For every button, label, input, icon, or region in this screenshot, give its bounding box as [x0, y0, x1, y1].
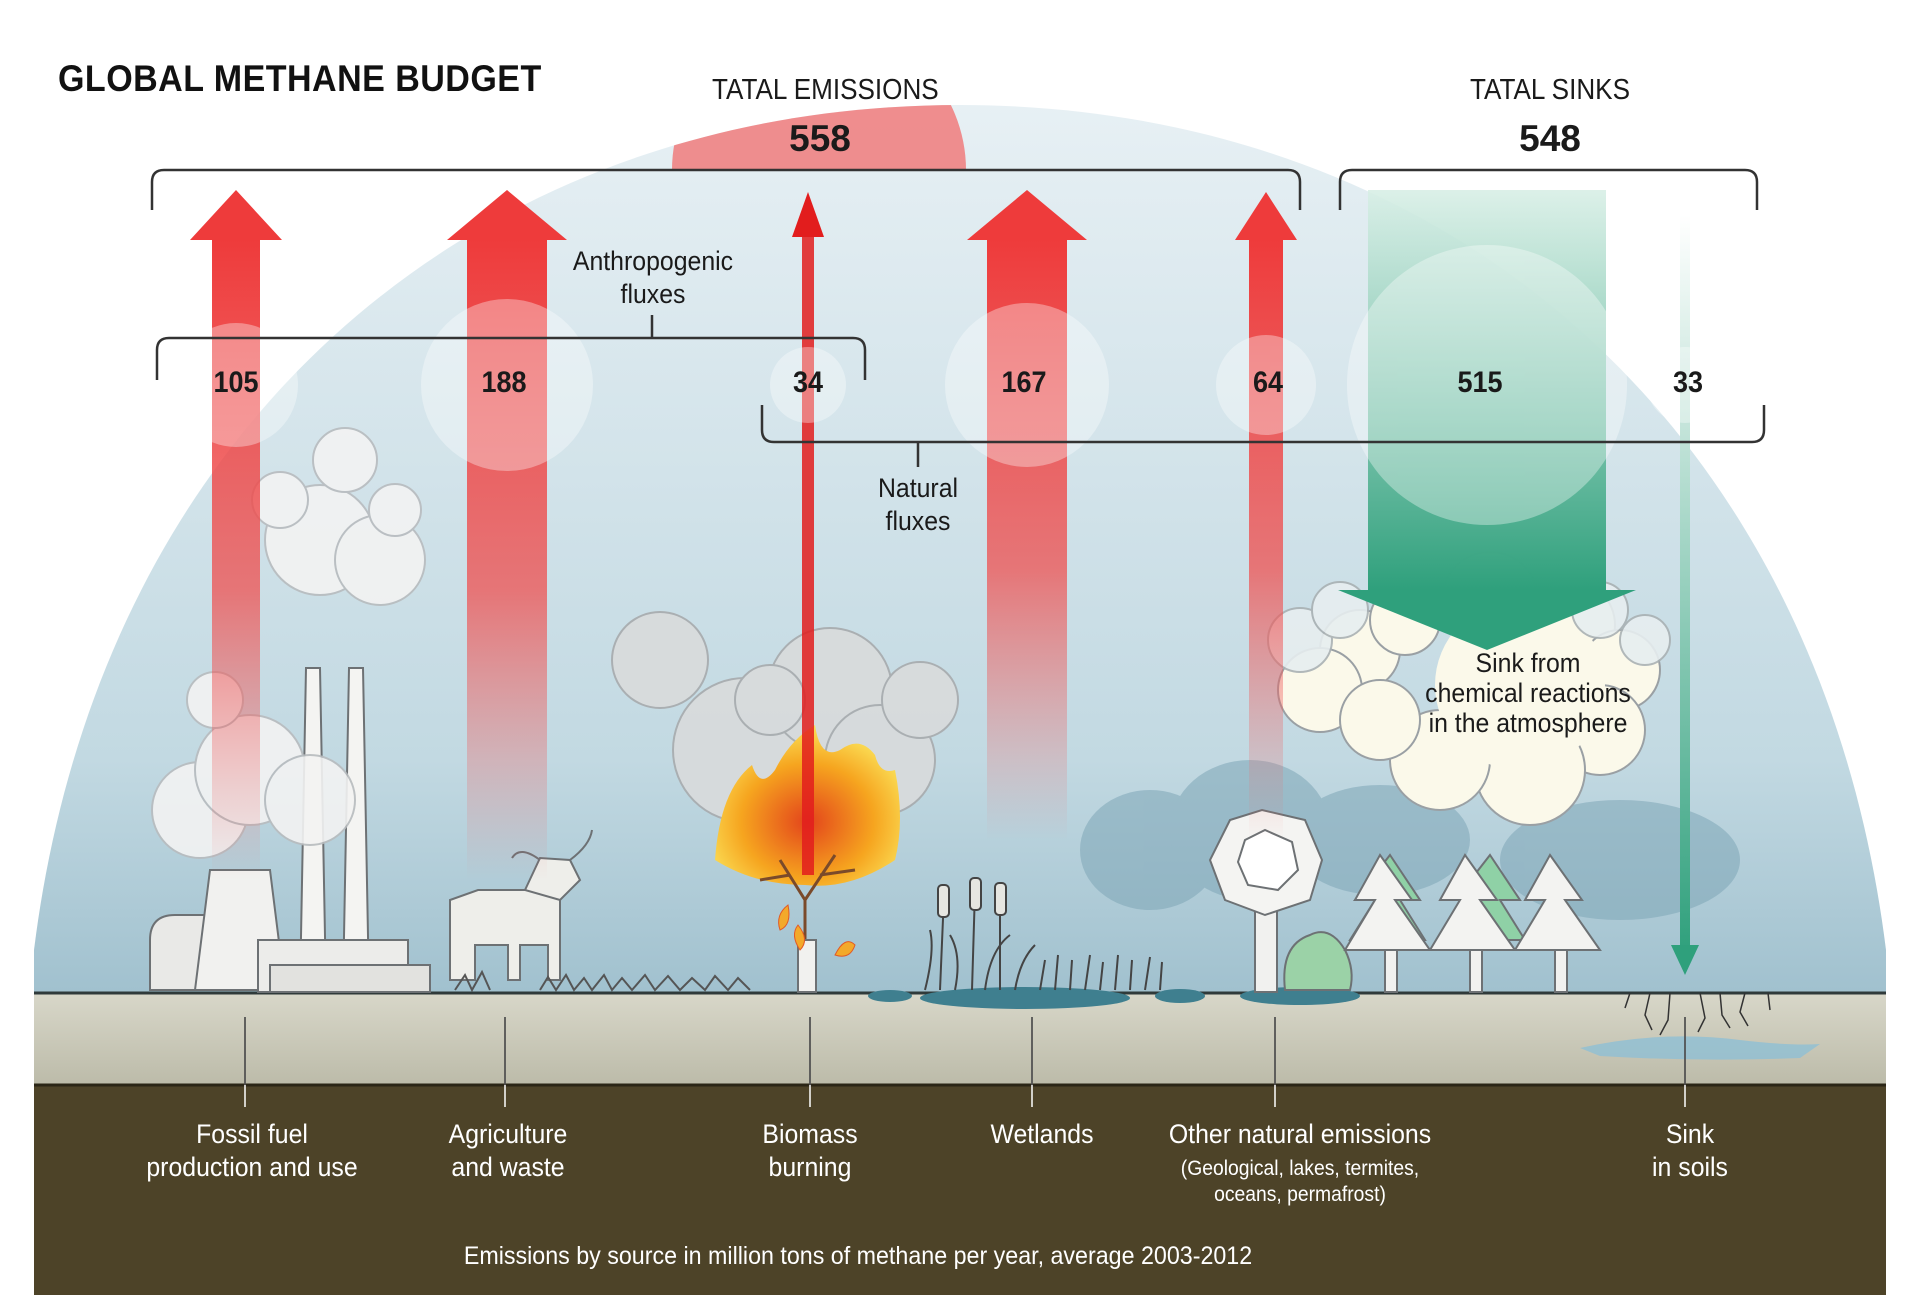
source-label-soils-line1: Sink: [1665, 1119, 1715, 1149]
chemical-sink-label-line2: chemical reactions: [1425, 678, 1631, 708]
soil-sink-arrow: [1671, 215, 1699, 975]
source-label-soils: Sink in soils: [1652, 1118, 1728, 1184]
source-label-biomass-line2: burning: [768, 1152, 852, 1182]
flux-value-wetlands: 167: [1001, 366, 1047, 399]
factory-illustration: [149, 667, 431, 993]
value-circles: [174, 245, 1723, 525]
flux-value-biomass: 34: [792, 366, 824, 399]
source-label-wetlands-line1: Wetlands: [990, 1119, 1094, 1149]
other-emission-arrow: [1235, 192, 1297, 840]
source-label-agriculture-line2: and waste: [451, 1152, 565, 1182]
total-emissions-caption: TATAL EMISSIONS: [712, 74, 939, 106]
soil-water: [1580, 1036, 1820, 1060]
total-sinks-caption: TATAL SINKS: [1469, 74, 1631, 106]
source-label-biomass: Biomass burning: [762, 1118, 857, 1184]
total-emissions-bracket: [150, 168, 1302, 210]
anthropogenic-bracket: [155, 315, 867, 380]
cattail-heads: [937, 877, 1007, 918]
total-emissions-value: 558: [789, 118, 851, 159]
source-label-agriculture: Agriculture and waste: [449, 1118, 568, 1184]
source-label-biomass-line1: Biomass: [762, 1119, 858, 1149]
natural-bracket: [760, 405, 1766, 467]
source-sublabel-other-line2: oceans, permafrost): [1214, 1183, 1386, 1206]
soil-layer: [34, 1085, 1886, 1295]
anthropogenic-label-line2: fluxes: [620, 279, 686, 309]
page-title: GLOBAL METHANE BUDGET: [58, 58, 542, 99]
anthropogenic-label-line1: Anthropogenic: [572, 246, 734, 276]
round-tree: [1208, 808, 1324, 993]
natural-label: Natural fluxes: [878, 472, 958, 538]
total-sinks-bracket: [1338, 168, 1759, 210]
total-sinks-value: 548: [1519, 118, 1581, 159]
background-hills: [1080, 760, 1740, 920]
soil-roots: [1624, 992, 1771, 1036]
sink-arrows: [1338, 190, 1699, 975]
footnote: Emissions by source in million tons of m…: [463, 1242, 1253, 1270]
ground-surface: [34, 993, 1886, 1085]
wetlands-emission-arrow: [967, 190, 1087, 840]
total-emissions-dome: [672, 105, 966, 170]
chemical-sink-label-line1: Sink from: [1475, 648, 1581, 678]
pine-trees: [1343, 853, 1602, 993]
source-label-soils-line2: in soils: [1652, 1152, 1728, 1182]
green-bush: [1283, 931, 1353, 991]
source-sublabel-other-line1: (Geological, lakes, termites,: [1180, 1157, 1420, 1180]
source-label-wetlands: Wetlands: [990, 1118, 1093, 1151]
natural-label-line2: fluxes: [885, 506, 951, 536]
flux-value-other: 64: [1252, 366, 1284, 399]
anthropogenic-label: Anthropogenic fluxes: [573, 245, 733, 311]
source-label-other: Other natural emissions: [1169, 1118, 1431, 1151]
chemical-sink-label-line3: in the atmosphere: [1428, 708, 1628, 738]
flux-value-fossil: 105: [213, 366, 259, 399]
biomass-emission-arrow: [792, 192, 824, 875]
tree-trunk: [797, 939, 817, 993]
wetland-ponds: [868, 987, 1360, 1009]
small-flames: [778, 904, 856, 957]
flux-value-soils: 33: [1672, 366, 1704, 399]
natural-label-line1: Natural: [877, 473, 959, 503]
source-label-fossil: Fossil fuel production and use: [146, 1118, 357, 1184]
chemical-sink-label: Sink from chemical reactions in the atmo…: [1425, 648, 1631, 738]
agriculture-emission-arrow: [447, 190, 567, 880]
flux-value-chemical: 515: [1457, 366, 1503, 399]
source-sublabel-other: (Geological, lakes, termites, oceans, pe…: [1181, 1156, 1419, 1208]
source-label-agriculture-line1: Agriculture: [448, 1119, 568, 1149]
source-label-fossil-line1: Fossil fuel: [196, 1119, 308, 1149]
fossil-emission-arrow: [190, 190, 282, 880]
flux-value-agriculture: 188: [481, 366, 527, 399]
source-label-other-line1: Other natural emissions: [1168, 1119, 1432, 1149]
source-label-fossil-line2: production and use: [146, 1152, 358, 1182]
ground-shrubs: [454, 969, 751, 993]
emission-arrows: [190, 190, 1297, 880]
leader-lines-upper: [244, 1017, 1686, 1085]
chemical-sink-arrow: [1338, 190, 1636, 650]
